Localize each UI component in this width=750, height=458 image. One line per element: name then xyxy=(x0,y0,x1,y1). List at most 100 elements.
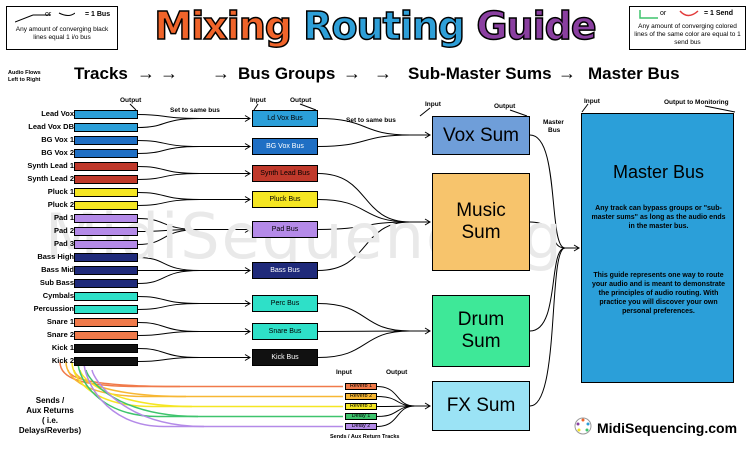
title-word-1: Mixing xyxy=(154,3,293,49)
fx-sum[interactable]: FX Sum xyxy=(432,381,530,431)
track-bar[interactable] xyxy=(74,227,138,236)
track-bar[interactable] xyxy=(74,162,138,171)
bus-input-arrowhead xyxy=(244,328,251,335)
track-label: Sub Bass xyxy=(39,278,74,287)
logo-text: MidiSequencing.com xyxy=(597,420,738,436)
track-bar[interactable] xyxy=(74,279,138,288)
return-track[interactable]: Delay 2 xyxy=(345,423,377,430)
vox-sum-label: Vox Sum xyxy=(442,124,520,146)
bus-box[interactable]: Pluck Bus xyxy=(252,191,318,208)
master-bus-note-2: This guide represents one way to route y… xyxy=(591,272,726,315)
converging-lines-icon xyxy=(15,12,75,23)
return-track[interactable]: Reverb 1 xyxy=(345,383,377,390)
track-bar[interactable] xyxy=(74,201,138,210)
track-bar[interactable] xyxy=(74,214,138,223)
track-to-bus-wire xyxy=(137,357,201,362)
sum-to-master-wire xyxy=(529,247,566,332)
track-to-bus-wire xyxy=(137,118,201,128)
colored-lines-icon xyxy=(639,10,699,19)
arrow-right-icon: → xyxy=(558,63,576,83)
track-bar[interactable] xyxy=(74,318,138,327)
track-bar[interactable] xyxy=(74,149,138,158)
legend-send-note: Any amount of converging colored lines o… xyxy=(634,23,741,46)
track-label: Synth Lead 2 xyxy=(27,174,74,183)
track-to-bus-wire xyxy=(137,270,201,284)
flow-sub-master: Sub-Master Sums xyxy=(408,64,552,83)
return-track[interactable]: Reverb 3 xyxy=(345,403,377,410)
flow-tracks: Tracks xyxy=(74,64,128,83)
bus-input-arrowhead xyxy=(244,143,251,150)
return-track[interactable]: Reverb 2 xyxy=(345,393,377,400)
bus-box[interactable]: Perc Bus xyxy=(252,295,318,312)
track-to-bus-wire xyxy=(137,173,201,180)
bus-input-arrowhead xyxy=(244,300,251,307)
track-bar[interactable] xyxy=(74,266,138,275)
track-bar[interactable] xyxy=(74,253,138,262)
track-bar[interactable] xyxy=(74,344,138,353)
bus-box[interactable]: Pad Bus xyxy=(252,221,318,238)
sum-input-arrowhead xyxy=(424,327,431,335)
label-output-tracks: Output xyxy=(120,97,142,104)
page-title: Mixing Routing Guide xyxy=(140,3,610,49)
drum-sum-label-1: Drum xyxy=(457,309,505,330)
track-label: Pad 1 xyxy=(53,213,74,222)
master-bus-note-1: Any track can bypass groups or "sub-mast… xyxy=(591,205,726,230)
track-label: Snare 2 xyxy=(46,330,74,339)
sends-line-2: Aux Returns xyxy=(26,406,74,415)
label-master-small-1: Master xyxy=(543,119,564,126)
track-bar[interactable] xyxy=(74,240,138,249)
bus-box[interactable]: Ld Vox Bus xyxy=(252,110,318,127)
track-to-bus-wire xyxy=(137,114,201,119)
label-output-monitoring: Output to Monitoring xyxy=(664,99,729,106)
send-wire xyxy=(77,361,343,418)
bus-box[interactable]: Kick Bus xyxy=(252,349,318,366)
flow-bus-groups: Bus Groups xyxy=(238,64,336,83)
bus-box[interactable]: Bass Bus xyxy=(252,262,318,279)
track-to-bus-wire xyxy=(137,192,201,200)
sum-to-master-wire xyxy=(529,134,566,249)
bus-input-arrowhead xyxy=(244,226,251,233)
track-label: Pluck 1 xyxy=(47,187,74,196)
track-label: Snare 1 xyxy=(46,317,74,326)
legend-send: or = 1 Send Any amount of converging col… xyxy=(629,6,746,50)
audio-flow-note-1: Audio Flows xyxy=(8,70,41,76)
bus-box[interactable]: Synth Lead Bus xyxy=(252,165,318,182)
bus-to-sum-wire xyxy=(317,134,411,147)
track-label: Pad 3 xyxy=(53,239,74,248)
label-master-small-2: Bus xyxy=(548,127,561,134)
sends-line-3: ( i.e. Delays/Reverbs) xyxy=(18,416,82,435)
label-output-bus: Output xyxy=(290,97,312,104)
track-label: Lead Vox xyxy=(41,109,74,118)
track-bar[interactable] xyxy=(74,123,138,132)
track-label: Cymbals xyxy=(42,291,74,300)
label-output-returns: Output xyxy=(386,369,408,376)
return-to-fx-wire xyxy=(376,396,416,407)
bus-box[interactable]: Snare Bus xyxy=(252,323,318,340)
track-to-bus-wire xyxy=(137,199,201,206)
track-bar[interactable] xyxy=(74,188,138,197)
bus-box[interactable]: BG Vox Bus xyxy=(252,138,318,155)
master-bus-title: Master Bus xyxy=(612,162,705,182)
master-input-arrowhead xyxy=(573,244,580,252)
send-wire xyxy=(83,361,343,428)
track-label: Bass High xyxy=(37,252,74,261)
legend-send-or: or xyxy=(660,10,667,17)
track-label: Kick 2 xyxy=(51,356,74,365)
track-bar[interactable] xyxy=(74,357,138,366)
bus-input-arrowhead xyxy=(244,196,251,203)
track-bar[interactable] xyxy=(74,331,138,340)
track-bar[interactable] xyxy=(74,175,138,184)
sum-input-arrowhead xyxy=(424,218,431,226)
master-bus[interactable]: Master Bus Any track can bypass groups o… xyxy=(581,113,734,383)
vox-sum[interactable]: Vox Sum xyxy=(432,116,530,155)
track-bar[interactable] xyxy=(74,305,138,314)
label-output-sum: Output xyxy=(494,103,516,110)
track-bar[interactable] xyxy=(74,110,138,119)
track-bar[interactable] xyxy=(74,292,138,301)
track-label: Bass Mid xyxy=(41,265,74,274)
track-bar[interactable] xyxy=(74,136,138,145)
return-track[interactable]: Delay 1 xyxy=(345,413,377,420)
drum-sum-label-2: Sum xyxy=(461,331,501,352)
